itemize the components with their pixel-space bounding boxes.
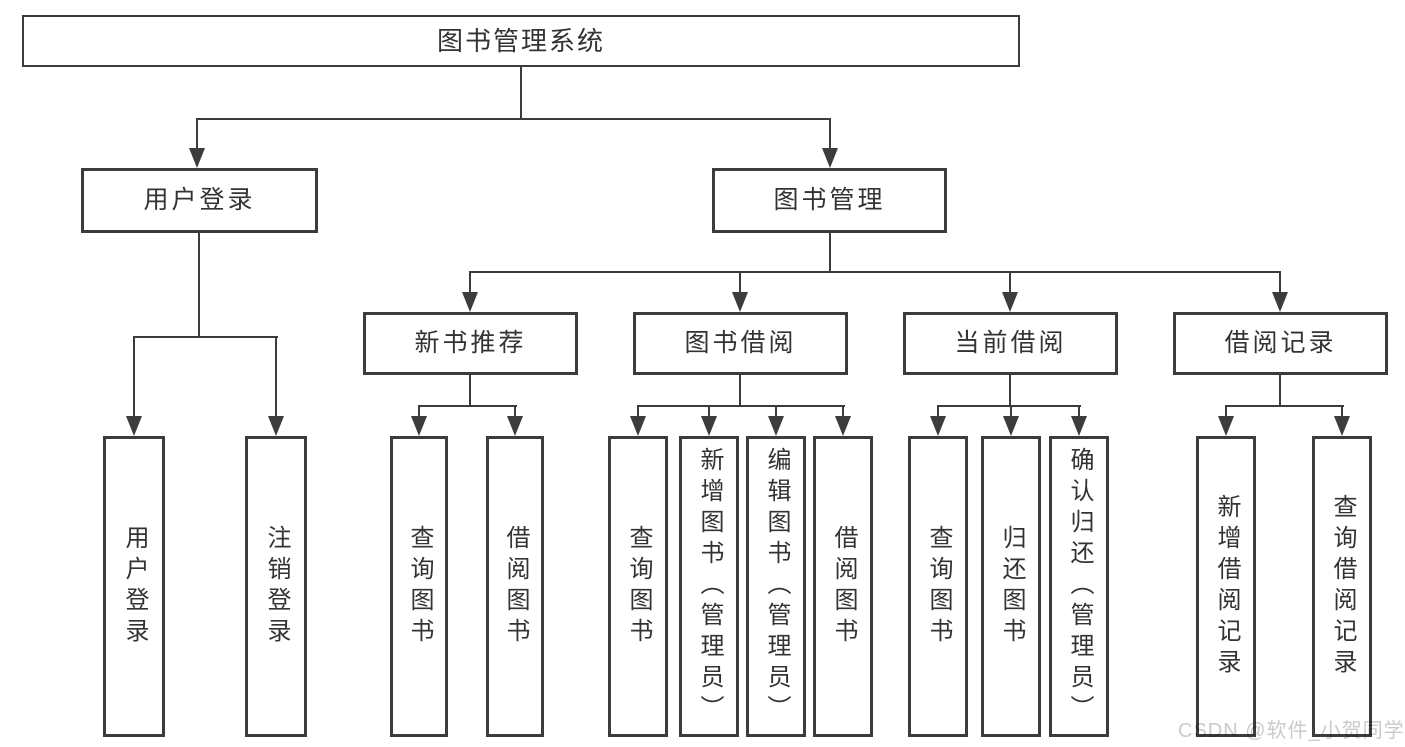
leaf-borrow-query-book-label: 查询图书 — [625, 524, 652, 649]
arrow-down-icon — [1218, 416, 1234, 436]
connector-line — [829, 118, 831, 150]
node-new-book-recommend-label: 新书推荐 — [414, 329, 527, 357]
leaf-borrow-borrow-book-label: 借阅图书 — [830, 524, 857, 649]
leaf-record-add: 新增借阅记录 — [1196, 436, 1256, 737]
leaf-current-query-book: 查询图书 — [908, 436, 968, 737]
connector-line — [1279, 271, 1281, 294]
connector-line — [520, 67, 522, 120]
connector-line — [1341, 405, 1343, 418]
connector-line — [1225, 405, 1344, 407]
connector-line — [1009, 375, 1011, 407]
leaf-newbook-borrow-book: 借阅图书 — [486, 436, 544, 737]
node-borrow-record: 借阅记录 — [1173, 312, 1388, 375]
arrow-down-icon — [768, 416, 784, 436]
node-book-management-label: 图书管理 — [773, 186, 886, 214]
node-new-book-recommend: 新书推荐 — [363, 312, 578, 375]
leaf-borrow-borrow-book: 借阅图书 — [813, 436, 873, 737]
node-book-borrow-label: 图书借阅 — [684, 329, 797, 357]
connector-line — [133, 336, 278, 338]
connector-line — [197, 118, 831, 120]
leaf-user-login: 用户登录 — [103, 436, 165, 737]
connector-line — [829, 233, 831, 273]
connector-line — [637, 405, 845, 407]
leaf-newbook-query-book-label: 查询图书 — [406, 524, 433, 649]
connector-line — [842, 405, 844, 418]
arrow-down-icon — [126, 416, 142, 436]
arrow-down-icon — [189, 148, 205, 168]
leaf-record-query-label: 查询借阅记录 — [1329, 493, 1356, 680]
arrow-down-icon — [411, 416, 427, 436]
arrow-down-icon — [822, 148, 838, 168]
leaf-borrow-query-book: 查询图书 — [608, 436, 668, 737]
leaf-borrow-edit-book-label: 编辑图书（管理员） — [763, 447, 790, 726]
leaf-record-add-label: 新增借阅记录 — [1213, 493, 1240, 680]
arrow-down-icon — [835, 416, 851, 436]
connector-line — [418, 405, 517, 407]
arrow-down-icon — [732, 292, 748, 312]
arrow-down-icon — [1272, 292, 1288, 312]
leaf-current-return-book: 归还图书 — [981, 436, 1041, 737]
connector-line — [1078, 405, 1080, 418]
arrow-down-icon — [930, 416, 946, 436]
connector-line — [1279, 375, 1281, 407]
connector-line — [937, 405, 1081, 407]
leaf-user-login-label: 用户登录 — [121, 524, 148, 649]
leaf-newbook-query-book: 查询图书 — [390, 436, 448, 737]
leaf-current-return-book-label: 归还图书 — [998, 524, 1025, 649]
connector-line — [469, 375, 471, 407]
leaf-borrow-edit-book: 编辑图书（管理员） — [746, 436, 806, 737]
connector-line — [275, 336, 277, 418]
node-root-label: 图书管理系统 — [436, 26, 605, 56]
node-current-borrow: 当前借阅 — [903, 312, 1118, 375]
arrow-down-icon — [701, 416, 717, 436]
connector-line — [739, 271, 741, 294]
arrow-down-icon — [1002, 292, 1018, 312]
connector-line — [1009, 271, 1011, 294]
arrow-down-icon — [507, 416, 523, 436]
connector-line — [198, 233, 200, 338]
node-book-management: 图书管理 — [712, 168, 947, 233]
leaf-borrow-add-book: 新增图书（管理员） — [679, 436, 739, 737]
connector-line — [637, 405, 639, 418]
node-user-login: 用户登录 — [81, 168, 318, 233]
node-root: 图书管理系统 — [22, 15, 1020, 67]
leaf-current-confirm-return-label: 确认归还（管理员） — [1066, 447, 1093, 726]
node-user-login-label: 用户登录 — [143, 186, 256, 214]
connector-line — [739, 375, 741, 407]
connector-line — [469, 271, 1281, 273]
csdn-watermark: CSDN @软件_小贺同学 — [1178, 720, 1405, 742]
arrow-down-icon — [462, 292, 478, 312]
leaf-newbook-borrow-book-label: 借阅图书 — [502, 524, 529, 649]
arrow-down-icon — [1071, 416, 1087, 436]
connector-line — [469, 271, 471, 294]
leaf-current-confirm-return: 确认归还（管理员） — [1049, 436, 1109, 737]
arrow-down-icon — [1003, 416, 1019, 436]
leaf-current-query-book-label: 查询图书 — [925, 524, 952, 649]
leaf-logout-login-label: 注销登录 — [263, 524, 290, 649]
connector-line — [775, 405, 777, 418]
connector-line — [1225, 405, 1227, 418]
arrow-down-icon — [1334, 416, 1350, 436]
leaf-record-query: 查询借阅记录 — [1312, 436, 1372, 737]
connector-line — [708, 405, 710, 418]
node-book-borrow: 图书借阅 — [633, 312, 848, 375]
connector-line — [1010, 405, 1012, 418]
connector-line — [418, 405, 420, 418]
connector-line — [514, 405, 516, 418]
node-current-borrow-label: 当前借阅 — [954, 329, 1067, 357]
arrow-down-icon — [630, 416, 646, 436]
node-borrow-record-label: 借阅记录 — [1224, 329, 1337, 357]
leaf-logout-login: 注销登录 — [245, 436, 307, 737]
connector-line — [196, 118, 198, 150]
arrow-down-icon — [268, 416, 284, 436]
connector-line — [133, 336, 135, 418]
leaf-borrow-add-book-label: 新增图书（管理员） — [696, 447, 723, 726]
connector-line — [937, 405, 939, 418]
